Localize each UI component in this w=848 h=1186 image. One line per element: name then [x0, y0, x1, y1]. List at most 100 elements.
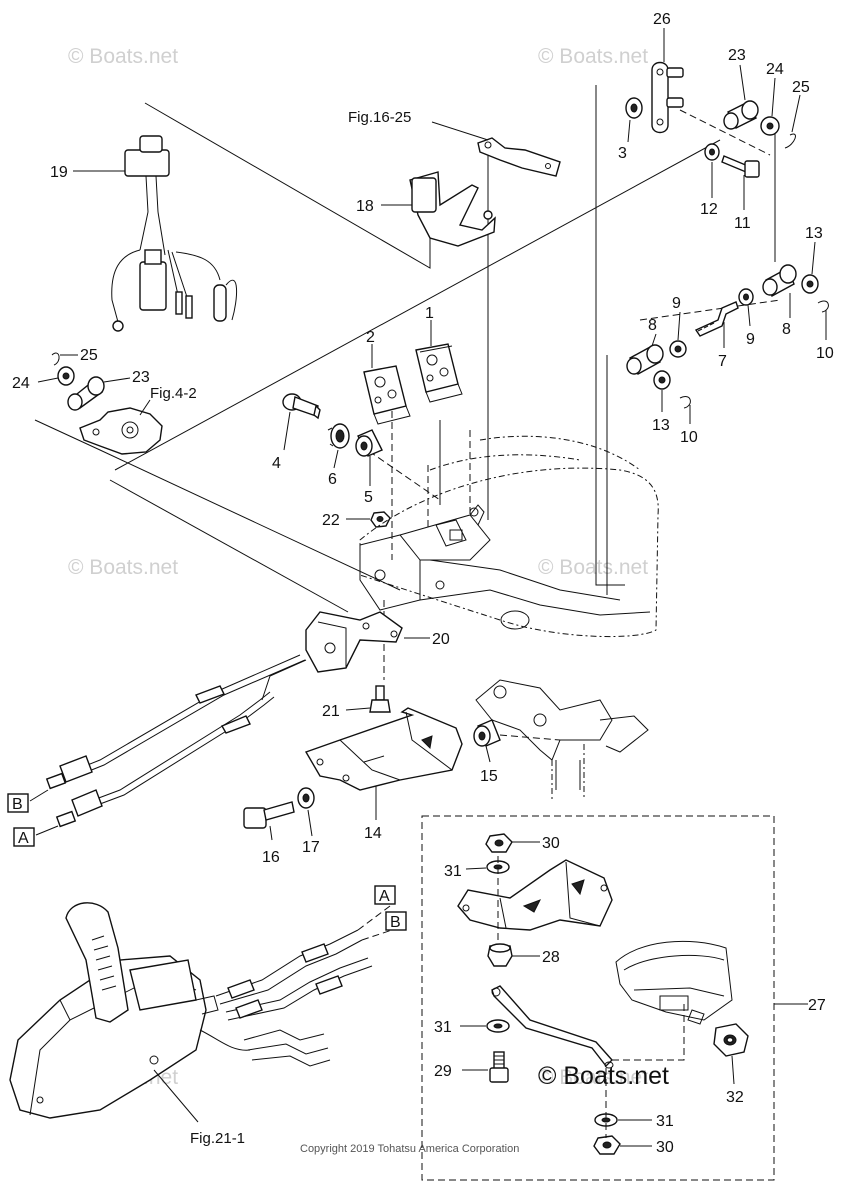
watermark: © Boats.net [538, 556, 648, 579]
callout-17: 17 [302, 839, 320, 856]
bolt-21 [369, 685, 391, 713]
callout-24-left: 24 [12, 375, 30, 392]
callout-13: 13 [805, 225, 823, 242]
leader-23-left [103, 377, 131, 383]
washer-24-upper [760, 116, 780, 136]
mount-plate-14 [304, 707, 463, 791]
clip-10-right [817, 300, 829, 313]
leader-fig21-1 [153, 1069, 199, 1123]
callout-32: 32 [726, 1089, 744, 1106]
link-plate-26 [651, 61, 684, 134]
cable-a-label-right: A [379, 888, 390, 905]
fig-ref-16-25[interactable]: Fig.16-25 [348, 109, 411, 126]
cable-b-label-right: B [390, 914, 401, 931]
callout-3: 3 [618, 145, 627, 162]
callout-9: 9 [746, 331, 755, 348]
switch-harness-19 [111, 135, 238, 332]
leader-24-left [37, 377, 59, 383]
leader-3 [627, 119, 631, 143]
callout-19: 19 [50, 164, 68, 181]
leader-9-left [677, 311, 681, 341]
collar-28 [487, 943, 513, 967]
callout-13-left: 13 [652, 417, 670, 434]
callout-23-left: 23 [132, 369, 150, 386]
callout-8-left: 8 [648, 317, 657, 334]
leader-32 [731, 1055, 735, 1085]
watermark: © Boats.net [538, 45, 648, 68]
assembly-leader-lines [34, 85, 781, 741]
engine-block-phantom [359, 435, 659, 638]
control-cables-left [45, 654, 307, 828]
callout-29: 29 [434, 1063, 452, 1080]
callout-9-left: 9 [672, 295, 681, 312]
callout-10-left: 10 [680, 429, 698, 446]
copyright-text: Copyright 2019 Tohatsu America Corporati… [300, 1143, 519, 1155]
callout-15: 15 [480, 768, 498, 785]
nut-22 [370, 511, 391, 528]
leader-24 [771, 77, 776, 117]
leader-13 [811, 241, 816, 275]
callout-18: 18 [356, 198, 374, 215]
pad-1 [415, 343, 463, 403]
brand-watermark: © Boats.net [538, 1062, 669, 1090]
callout-30-bottom: 30 [656, 1139, 674, 1156]
cable-b-tag-right [385, 911, 407, 931]
callout-27: 27 [808, 997, 826, 1014]
leader-15 [485, 745, 491, 763]
leader-21 [345, 707, 371, 711]
cable-a-tag [13, 827, 35, 847]
washer-3 [625, 97, 643, 119]
bracket-fig16-25 [477, 137, 561, 177]
clip-10-left [679, 396, 691, 409]
callout-30-top: 30 [542, 835, 560, 852]
leader-cable-b [29, 789, 49, 802]
callout-23: 23 [728, 47, 746, 64]
callout-5: 5 [364, 489, 373, 506]
watermark: © Boats.net [68, 556, 178, 579]
callout-31-bottom: 31 [656, 1113, 674, 1130]
remote-cables [215, 905, 393, 1067]
callout-16: 16 [262, 849, 280, 866]
bushing-6 [327, 423, 350, 449]
fig-ref-21-1[interactable]: Fig.21-1 [190, 1130, 245, 1147]
callout-6: 6 [328, 471, 337, 488]
leader-17 [307, 809, 313, 837]
callout-26: 26 [653, 11, 671, 28]
washer-13-right [801, 274, 819, 294]
bolt-16 [243, 801, 295, 829]
callout-2: 2 [366, 329, 375, 346]
callout-12: 12 [700, 201, 718, 218]
callout-31-middle: 31 [434, 1019, 452, 1036]
throttle-cam-fig4-2 [79, 407, 163, 455]
callout-7: 7 [718, 353, 727, 370]
callout-31-top: 31 [444, 863, 462, 880]
joint-8-right [762, 264, 797, 298]
pin-4 [282, 393, 321, 420]
nut-9-right [738, 288, 754, 306]
fig-ref-4-2[interactable]: Fig.4-2 [150, 385, 197, 402]
washer-24-left [57, 366, 75, 386]
rod-7 [694, 301, 739, 337]
swivel-bracket-phantom [475, 679, 649, 800]
leader-fig4-2 [139, 399, 151, 416]
nut-9-left [669, 340, 687, 358]
clip-25-upper [784, 133, 796, 149]
callout-11: 11 [734, 215, 751, 232]
joint-23-upper [723, 100, 759, 130]
kit-remote-phantom [610, 940, 733, 1061]
callout-10: 10 [816, 345, 834, 362]
callout-25: 25 [792, 79, 810, 96]
joint-8-left [626, 344, 664, 375]
cable-a-label: A [18, 830, 29, 847]
nut-30-top [485, 833, 513, 853]
cable-bracket-20 [305, 611, 403, 673]
nut-30-bottom [593, 1135, 621, 1155]
callout-4: 4 [272, 455, 281, 472]
link-rod [491, 985, 614, 1069]
leader-16 [269, 825, 273, 841]
remote-control-box-fig21-1 [9, 902, 251, 1119]
callout-14: 14 [364, 825, 382, 842]
collar-5 [355, 429, 383, 457]
leader-fig16-25 [431, 121, 489, 141]
callout-21: 21 [322, 703, 340, 720]
